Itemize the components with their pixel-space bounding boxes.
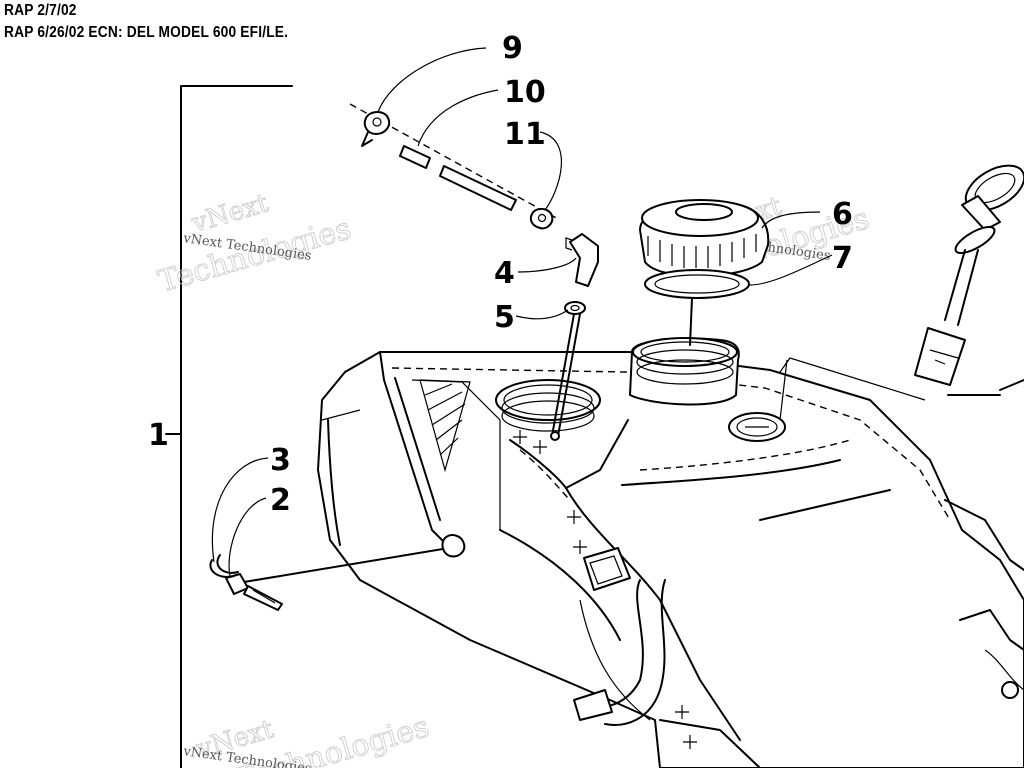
assembly-bracket [165,85,293,768]
watermark-text: vNext [188,188,273,239]
hatched-panel [419,379,471,473]
callout-labels: 1 2 3 4 5 6 7 9 10 11 [148,31,853,518]
pump-opening [495,379,601,432]
drain-plug-assembly [209,534,466,611]
callout-9: 9 [502,31,523,66]
callout-3: 3 [270,443,291,478]
callout-4: 4 [494,256,515,291]
callout-1: 1 [148,418,169,453]
fuel-level-sender [914,164,1024,396]
callout-6: 6 [832,197,853,232]
tank-fuel-gauge [728,412,786,442]
vent-hose-assembly [349,103,599,441]
fuel-cap-gasket [644,269,750,299]
callout-10: 10 [504,75,546,110]
callout-11: 11 [504,117,546,152]
revision-note-2: RAP 6/26/02 ECN: DEL MODEL 600 EFI/LE. [4,24,289,41]
fuel-fill-neck [629,337,740,406]
callout-5: 5 [494,300,515,335]
callout-7: 7 [832,241,853,276]
seam-marks [513,430,697,749]
revision-note-1: RAP 2/7/02 [4,2,77,19]
fuel-tank [317,351,1024,768]
fuel-cap [639,199,770,278]
cap-leader-line [689,297,693,346]
callout-2: 2 [270,483,291,518]
leader-lines [211,47,926,577]
